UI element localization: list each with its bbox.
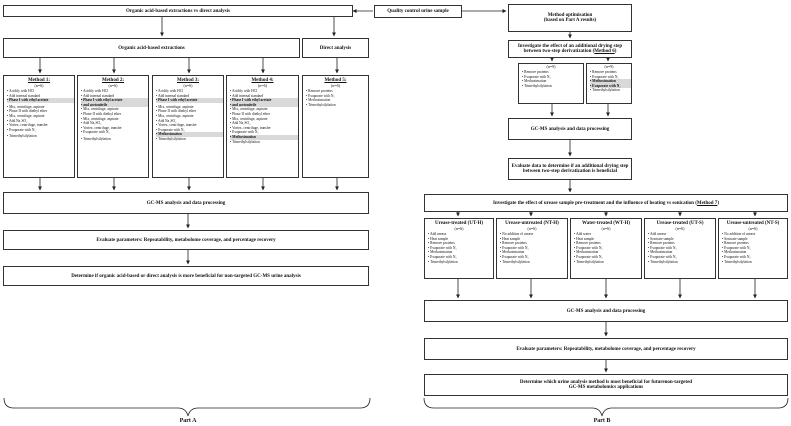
- drying-group-2-n: (n=9): [604, 64, 614, 69]
- part-b-gcms-2-box: GC-MS analysis and data processing: [424, 300, 788, 322]
- method-3-box: Method 3: (n=6) Acidify with HCl Add int…: [152, 75, 224, 178]
- extractions-title: Organic acid-based extractions: [3, 38, 300, 58]
- urease-group-wt-h-box: Water-treated (WT-H) (n=6) Add water Hea…: [570, 218, 642, 279]
- optimisation-box: Method optimisation (based on Part A res…: [508, 4, 632, 32]
- urease-group-ut-h-label: Urease-treated (UT-H): [434, 221, 484, 226]
- urease-group-ut-s-label: Urease-treated (UT-S): [656, 221, 704, 226]
- urease-group-nt-h-label: Urease-untreated (NT-H): [505, 221, 559, 226]
- method-3-steps: Acidify with HCl Add internal standard P…: [153, 89, 223, 142]
- urease-group-nt-h-box: Urease-untreated (NT-H) (n=6) No additio…: [496, 218, 568, 279]
- part-a-determine-box: Determine if organic acid-based or direc…: [3, 266, 369, 286]
- drying-group-2-box: (n=9) Remove proteins Evaporate with N₂ …: [586, 63, 632, 104]
- drying-group-1-steps: Remove proteins Evaporate with N₂ Methox…: [519, 70, 583, 88]
- qc-sample-box: Quality control urine sample: [374, 5, 462, 18]
- urease-investigation-box: Investigate the effect of urease sample …: [424, 194, 788, 212]
- method-1-label: Method 1:: [27, 78, 51, 83]
- part-a-brace: [3, 397, 371, 417]
- method-3-label: Method 3:: [176, 78, 200, 83]
- part-b-gcms-1-box: GC-MS analysis and data processing: [508, 118, 632, 140]
- part-b-label: Part B: [593, 418, 611, 424]
- method-5-label: Method 5:: [324, 78, 347, 83]
- part-b-brace: [423, 397, 789, 417]
- urease-group-ut-s-box: Urease-treated (UT-S) (n=6) Add urease S…: [644, 218, 716, 279]
- method-3-n: (n=6): [183, 83, 193, 88]
- method-4-steps: Acidify with HCl Add internal standard P…: [227, 89, 298, 144]
- method-5-box: Method 5: (n=6) Remove proteins Evaporat…: [302, 75, 369, 178]
- urease-group-nt-s-box: Urease-untreated (NT-S) (n=6) No additio…: [718, 218, 788, 279]
- part-a-evaluate-box: Evaluate parameters: Repeatability, meta…: [3, 230, 369, 250]
- method-2-box: Method 2: (n=6) Acidify with HCl Add int…: [77, 75, 149, 178]
- method-2-n: (n=6): [108, 83, 118, 88]
- method-4-label: Method 4:: [251, 78, 274, 83]
- method-5-steps: Remove proteins Evaporate with N₂ Methox…: [303, 89, 368, 107]
- method-6-label: Method 6: [594, 49, 615, 54]
- method-5-n: (n=6): [331, 83, 340, 88]
- method-1-steps: Acidify with HCl Add internal standard P…: [4, 89, 74, 139]
- method-4-n: (n=6): [258, 83, 267, 88]
- method-1-box: Method 1: (n=6) Acidify with HCl Add int…: [3, 75, 75, 178]
- direct-analysis-title: Direct analysis: [302, 38, 369, 58]
- urease-group-wt-h-label: Water-treated (WT-H): [582, 221, 630, 226]
- method-7-label: Method 7: [696, 200, 718, 206]
- urease-group-ut-h-box: Urease-treated (UT-H) (n=6) Add urease H…: [424, 218, 494, 279]
- drying-group-1-box: (n=9) Remove proteins Evaporate with N₂ …: [518, 63, 584, 104]
- drying-investigation-box: Investigate the effect of an additional …: [508, 40, 632, 58]
- part-a-top-title: Organic acid-based extractions vs direct…: [3, 5, 353, 17]
- part-b-determine-box: Determine which urine analysis method is…: [424, 374, 788, 396]
- method-4-box: Method 4: (n=6) Acidify with HCl Add int…: [226, 75, 299, 178]
- method-2-label: Method 2:: [101, 78, 125, 83]
- drying-group-1-n: (n=9): [546, 64, 556, 69]
- evaluate-drying-box: Evaluate data to determine if an additio…: [508, 158, 632, 180]
- part-b-evaluate-box: Evaluate parameters: Repeatability, meta…: [424, 338, 788, 360]
- urease-group-nt-s-label: Urease-untreated (NT-S): [726, 221, 780, 226]
- method-1-n: (n=6): [34, 83, 44, 88]
- method-2-steps: Acidify with HCl Add internal standard P…: [78, 89, 148, 142]
- part-a-gcms-box: GC-MS analysis and data processing: [3, 192, 369, 214]
- part-a-label: Part A: [179, 418, 197, 424]
- drying-group-2-steps: Remove proteins Evaporate with N₂ Methox…: [587, 70, 631, 93]
